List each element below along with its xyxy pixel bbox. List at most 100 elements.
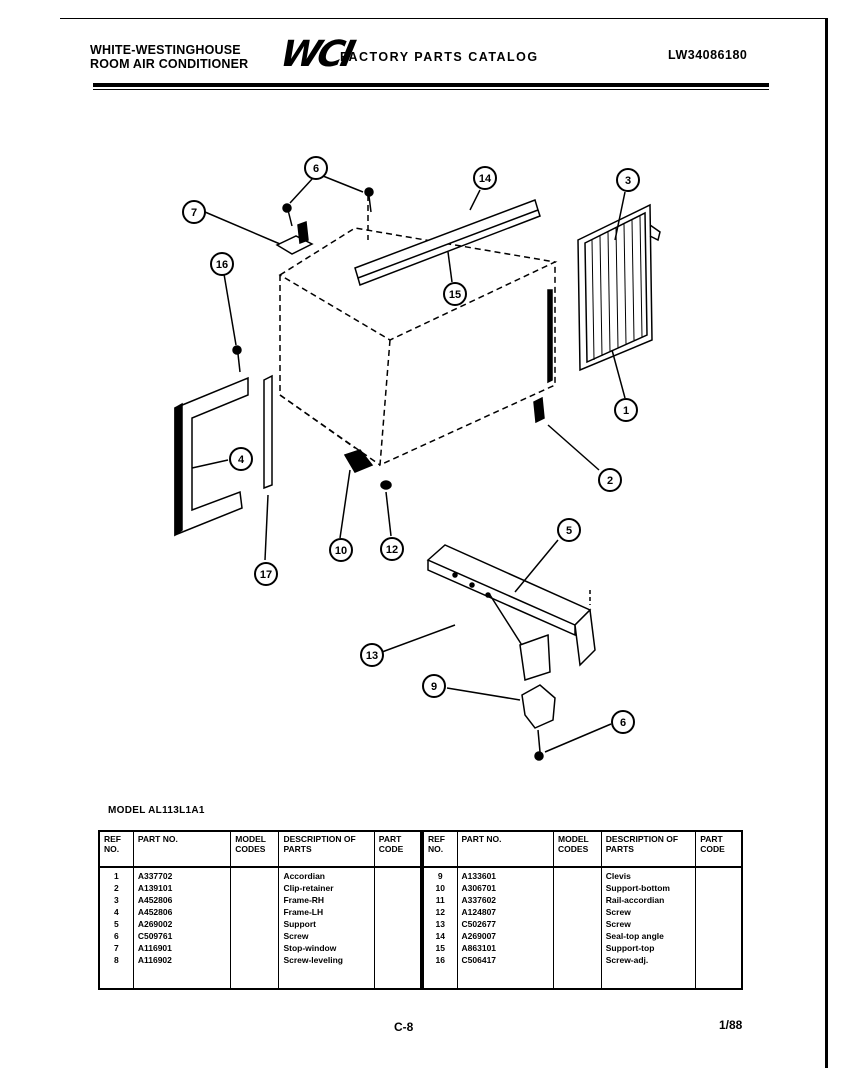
- header-rule-thin: [93, 89, 769, 90]
- accordian-panel: [577, 203, 661, 372]
- part-no-cell: A337702: [137, 871, 173, 881]
- catalog-title: FACTORY PARTS CATALOG: [340, 50, 539, 64]
- seal-top-angle: [354, 199, 541, 286]
- svg-text:7: 7: [191, 207, 197, 219]
- description-column: Clevis Support-bottom Rail-accordian Scr…: [600, 866, 697, 990]
- description-cell: Support-top: [605, 943, 655, 953]
- svg-text:5: 5: [566, 525, 572, 537]
- part-no-cell: A452806: [137, 907, 173, 917]
- header-rule: [93, 83, 769, 87]
- header-model-codes: MODEL CODES: [230, 830, 280, 868]
- part-no-cell: C509761: [137, 931, 173, 941]
- screw-12: [380, 480, 392, 490]
- header-part-code: PART CODE: [373, 830, 422, 868]
- part-no-cell: A306701: [461, 883, 497, 893]
- brand-block: WHITE-WESTINGHOUSE ROOM AIR CONDITIONER: [90, 43, 248, 71]
- svg-text:1: 1: [623, 405, 629, 417]
- table-body-row: 1 2 3 4 5 6 7 8 A337702 A139101 A452806 …: [98, 866, 422, 990]
- svg-text:17: 17: [260, 569, 272, 581]
- ref-cell: 13: [435, 919, 445, 929]
- part-no-cell: A139101: [137, 883, 173, 893]
- svg-text:12: 12: [386, 544, 398, 556]
- svg-text:4: 4: [238, 454, 245, 466]
- header-part-code: PART CODE: [695, 830, 743, 868]
- description-cell: Frame-LH: [283, 907, 324, 917]
- part-no-cell: C502677: [461, 919, 497, 929]
- callout-10: 10: [329, 538, 353, 562]
- parts-table-right: REF NO. PART NO. MODEL CODES DESCRIPTION…: [422, 830, 743, 990]
- callout-4: 4: [229, 447, 253, 471]
- ref-column: 9 10 11 12 13 14 15 16: [422, 866, 458, 990]
- description-cell: Screw: [605, 919, 631, 929]
- support-bracket: [426, 544, 596, 681]
- header-model-codes: MODEL CODES: [553, 830, 602, 868]
- callout-5: 5: [557, 518, 581, 542]
- model-codes-column: [553, 866, 602, 990]
- svg-text:14: 14: [479, 173, 492, 185]
- header-part-no: PART NO.: [132, 830, 232, 868]
- ref-cell: 1: [114, 871, 119, 881]
- cabinet-outline: [278, 195, 558, 467]
- callouts: 6 7 14 3 16 15 1 4 2 5 10 12 17 13 9 6: [182, 156, 640, 734]
- ref-cell: 6: [114, 931, 119, 941]
- model-number: MODEL AL113L1A1: [108, 805, 205, 816]
- callout-14: 15: [443, 282, 467, 306]
- catalog-number: LW34086180: [668, 48, 748, 62]
- stop-window-part: [275, 220, 314, 255]
- description-cell: Support-bottom: [605, 883, 670, 893]
- screw-adj-part: [232, 345, 242, 373]
- svg-text:6: 6: [313, 163, 319, 175]
- brand-line-2: ROOM AIR CONDITIONER: [90, 57, 249, 71]
- part-no-column: A337702 A139101 A452806 A452806 A269002 …: [132, 866, 232, 990]
- description-column: Accordian Clip-retainer Frame-RH Frame-L…: [278, 866, 375, 990]
- description-cell: Screw: [283, 931, 309, 941]
- rail-accordian: [547, 289, 553, 384]
- description-cell: Seal-top angle: [605, 931, 664, 941]
- description-cell: Support: [283, 919, 317, 929]
- callout-17: 17: [254, 562, 278, 586]
- page-border: [60, 18, 828, 1068]
- table-header-row: REF NO. PART NO. MODEL CODES DESCRIPTION…: [98, 830, 422, 868]
- svg-text:2: 2: [607, 475, 613, 487]
- parts-table-left: REF NO. PART NO. MODEL CODES DESCRIPTION…: [98, 830, 422, 990]
- ref-cell: 11: [435, 895, 445, 905]
- ref-cell: 4: [114, 907, 119, 917]
- callout-9: 9: [422, 674, 446, 698]
- callout-2: 2: [598, 468, 622, 492]
- description-cell: Clevis: [605, 871, 631, 881]
- exploded-parts-diagram: 6 7 14 3 16 15 1 4 2 5 10 12 17 13 9 6: [174, 156, 661, 761]
- header-description: DESCRIPTION OF PARTS: [278, 830, 375, 868]
- description-cell: Accordian: [283, 871, 326, 881]
- ref-cell: 3: [114, 895, 119, 905]
- clevis-bottom: [343, 449, 374, 473]
- svg-text:13: 13: [366, 650, 378, 662]
- callout-3: 3: [616, 168, 640, 192]
- description-cell: Rail-accordian: [605, 895, 665, 905]
- part-no-cell: A116901: [137, 943, 172, 953]
- support-top-strip: [263, 374, 273, 490]
- callout-12: 12: [380, 537, 404, 561]
- svg-text:3: 3: [625, 175, 631, 187]
- page-number: C-8: [394, 1020, 414, 1034]
- table-header-row: REF NO. PART NO. MODEL CODES DESCRIPTION…: [422, 830, 743, 868]
- ref-cell: 7: [114, 943, 119, 953]
- svg-text:15: 15: [449, 289, 461, 301]
- description-cell: Screw: [605, 907, 631, 917]
- part-no-cell: A452806: [137, 895, 173, 905]
- callout-6: 6: [611, 710, 635, 734]
- header-part-no: PART NO.: [456, 830, 555, 868]
- clip-retainer-part: [533, 396, 545, 424]
- description-cell: Clip-retainer: [283, 883, 334, 893]
- ref-cell: 15: [435, 943, 445, 953]
- header-ref-no: REF NO.: [422, 830, 458, 868]
- description-cell: Stop-window: [283, 943, 337, 953]
- ref-cell: 8: [114, 955, 119, 965]
- ref-column: 1 2 3 4 5 6 7 8: [98, 866, 134, 990]
- header-description: DESCRIPTION OF PARTS: [600, 830, 697, 868]
- screws-top: [282, 187, 374, 227]
- model-codes-column: [230, 866, 280, 990]
- part-code-column: [373, 866, 422, 990]
- ref-cell: 12: [435, 907, 445, 917]
- catalog-date: 1/88: [719, 1018, 743, 1032]
- description-cell: Screw-adj.: [605, 955, 649, 965]
